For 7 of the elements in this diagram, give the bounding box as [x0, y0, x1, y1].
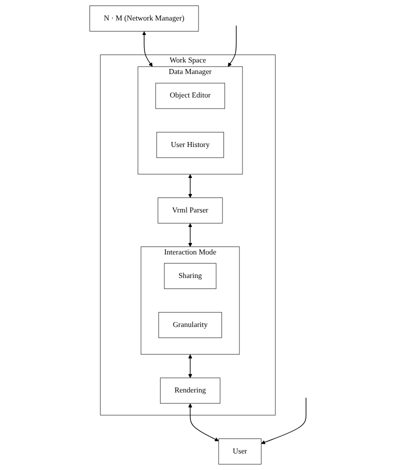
arrow [142, 31, 152, 67]
arrow [188, 223, 192, 247]
arrow [188, 174, 192, 198]
arrow [188, 403, 218, 442]
arrow [260, 397, 306, 444]
arrow [227, 25, 236, 67]
arrow [188, 354, 192, 378]
